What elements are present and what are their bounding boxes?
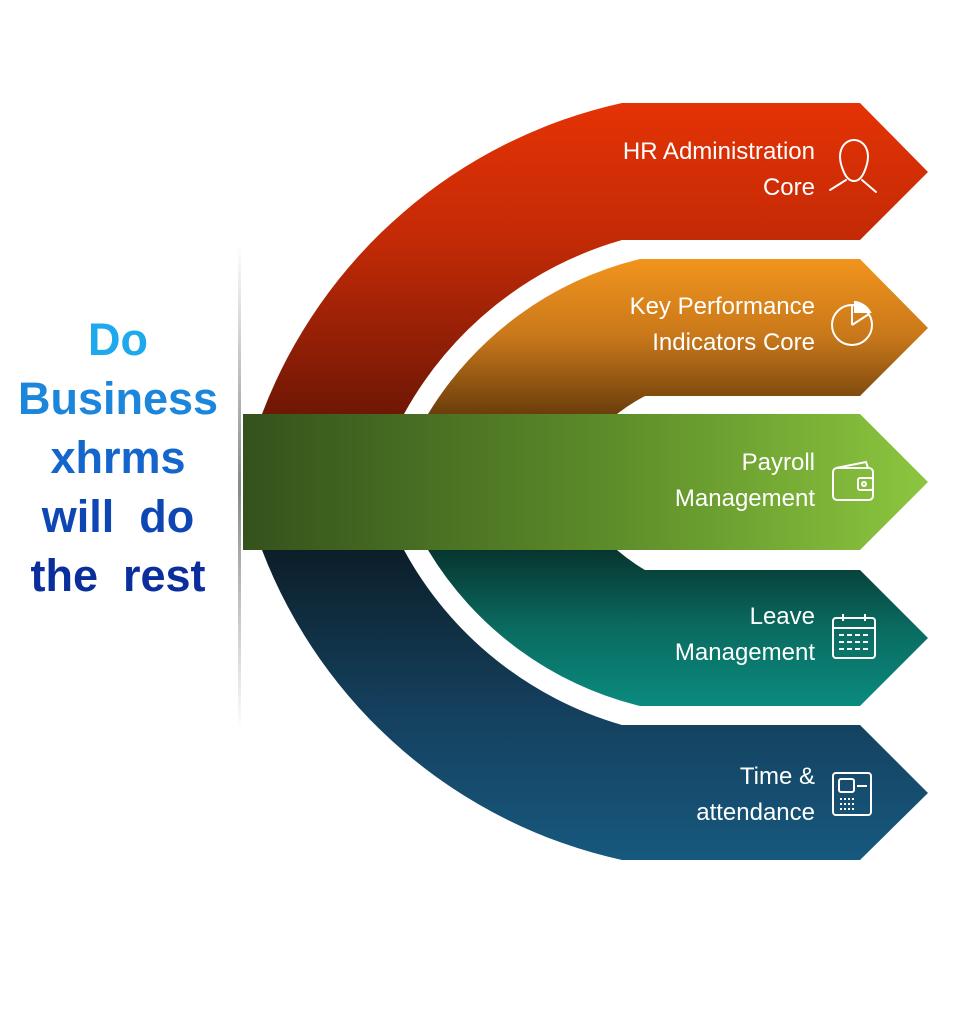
divider-line — [238, 245, 241, 730]
hr-administration-label: HR Administration Core — [485, 134, 815, 206]
band-payroll — [243, 414, 928, 550]
band-time-attendance — [262, 550, 928, 860]
time-attendance-label: Time & attendance — [485, 759, 815, 831]
time-clock-icon — [832, 772, 872, 816]
label-line: Core — [762, 174, 815, 201]
leave-management-label: Leave Management — [485, 599, 815, 671]
label-line: Indicators Core — [652, 329, 815, 356]
label-line: attendance — [696, 799, 815, 826]
label-line: Management — [674, 485, 815, 512]
pie-chart-icon — [831, 300, 873, 346]
tagline-line: Do — [88, 314, 148, 365]
label-line: Leave — [749, 603, 815, 630]
label-line: Key Performance — [629, 293, 815, 320]
person-icon — [829, 138, 877, 193]
tagline-line: Business — [17, 373, 219, 424]
band-key-performance — [428, 259, 928, 414]
band-leave-management — [428, 550, 928, 706]
label-line: Payroll — [741, 449, 815, 476]
key-performance-label: Key Performance Indicators Core — [485, 289, 815, 361]
wallet-icon — [832, 460, 874, 501]
tagline: Do Business xhrms will do the rest — [0, 310, 236, 605]
tagline-line: will do — [41, 491, 195, 542]
label-line: Time & — [739, 763, 815, 790]
tagline-line: the rest — [30, 550, 206, 601]
tagline-line: xhrms — [50, 432, 186, 483]
label-line: Management — [674, 639, 815, 666]
calendar-icon — [832, 614, 876, 659]
band-hr-administration — [262, 103, 928, 414]
payroll-label: Payroll Management — [485, 445, 815, 517]
label-line: HR Administration — [622, 138, 815, 165]
